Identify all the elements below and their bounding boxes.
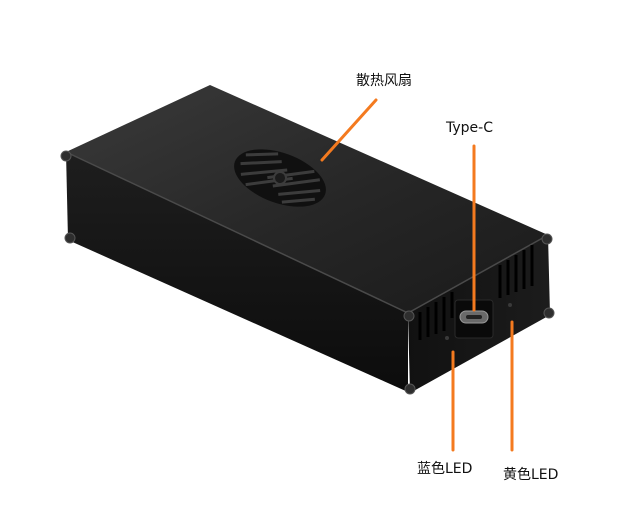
end-vent-slots	[418, 245, 534, 340]
type-c-port	[454, 299, 494, 339]
callout-pointers	[320, 98, 514, 452]
fan-label: 散热风扇	[356, 73, 412, 89]
fan-pointer	[320, 98, 378, 162]
yellow-led-dot	[508, 303, 512, 307]
fan-vent	[234, 149, 326, 207]
blue-led-dot	[445, 336, 449, 340]
enclosure-side-face	[66, 152, 408, 392]
type-c-label: Type-C	[446, 120, 493, 136]
blue-led-label: 蓝色LED	[417, 461, 473, 477]
screws	[60, 150, 555, 395]
yellow-led-label: 黄色LED	[503, 467, 559, 483]
